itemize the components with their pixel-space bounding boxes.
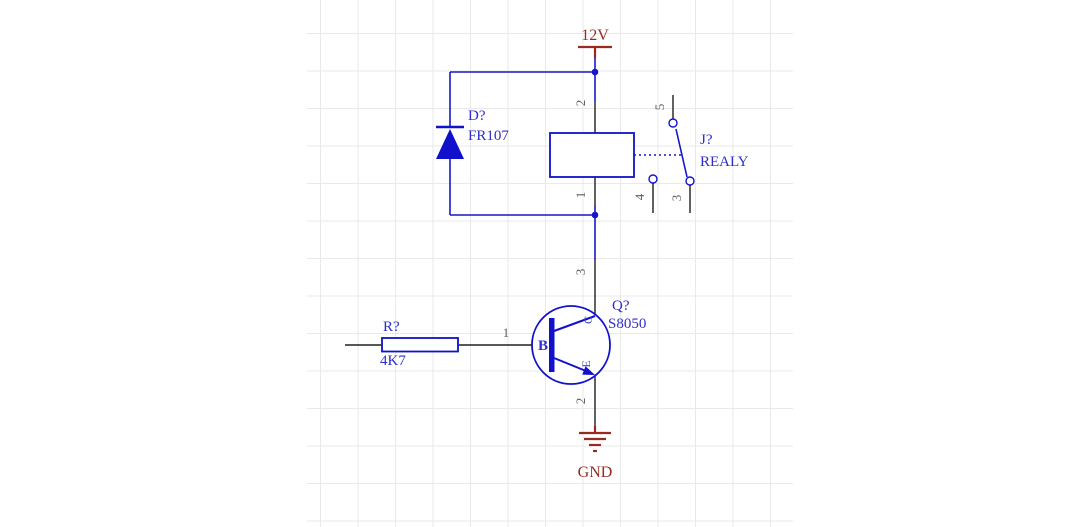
junction-collector xyxy=(591,211,599,219)
resistor[interactable]: R? 4K7 xyxy=(345,319,549,369)
diode-part: FR107 xyxy=(468,128,509,144)
transistor-pin1-number: 1 xyxy=(503,325,510,340)
relay-designator: J? xyxy=(700,132,713,148)
relay-coil-body xyxy=(549,132,635,178)
junction-vcc xyxy=(591,68,599,76)
transistor-base-label: B xyxy=(538,338,548,354)
transistor-pin3-number: 3 xyxy=(573,269,588,276)
relay-pin5-contact xyxy=(668,118,678,128)
relay-armature xyxy=(675,128,688,178)
relay-pin4-number: 4 xyxy=(632,193,647,200)
power-port-gnd[interactable]: GND xyxy=(578,426,613,481)
transistor-emitter-label: E xyxy=(579,360,593,367)
transistor-emitter-arrow xyxy=(582,366,595,375)
transistor-pin2-number: 2 xyxy=(573,398,588,405)
gnd-label: GND xyxy=(578,464,613,481)
transistor-collector-label: C xyxy=(581,316,595,324)
relay-switch[interactable]: 5 4 3 J? REALY xyxy=(632,95,749,213)
diode[interactable]: D? FR107 xyxy=(436,108,509,159)
grid-background xyxy=(307,0,793,527)
relay-pin1-number: 1 xyxy=(573,192,588,199)
relay-pin4-contact xyxy=(648,174,658,184)
transistor-collector-stroke xyxy=(553,315,596,332)
transistor-designator: Q? xyxy=(612,298,630,314)
transistor-emitter-stroke xyxy=(553,357,587,372)
diode-triangle xyxy=(436,129,464,159)
power-port-12v[interactable]: 12V xyxy=(578,27,612,58)
relay-part: REALY xyxy=(700,154,749,170)
transistor[interactable]: B C E 3 1 2 Q? S8050 xyxy=(503,260,647,426)
transistor-base-bar xyxy=(549,318,555,372)
relay-pin5-number: 5 xyxy=(652,104,667,111)
relay-pin3-number: 3 xyxy=(669,195,684,202)
resistor-body xyxy=(381,337,459,353)
relay-coil[interactable]: 2 1 xyxy=(549,100,635,205)
transistor-part: S8050 xyxy=(608,316,646,332)
relay-pin3-contact xyxy=(685,176,695,186)
resistor-designator: R? xyxy=(383,319,400,335)
diode-designator: D? xyxy=(468,108,486,124)
vcc-label: 12V xyxy=(581,27,609,44)
relay-pin2-number: 2 xyxy=(573,100,588,107)
resistor-value: 4K7 xyxy=(380,353,406,369)
